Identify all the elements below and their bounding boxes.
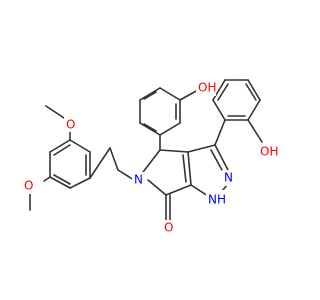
label-backdrop <box>22 178 36 194</box>
bond <box>53 144 71 156</box>
hydroxyl-label: OH <box>260 145 278 159</box>
bond <box>69 139 91 153</box>
bond <box>245 83 257 101</box>
methoxy-oxygen-label: O <box>66 118 75 132</box>
bond <box>49 176 71 189</box>
bond <box>214 119 226 146</box>
ring-nitrogen-label: N <box>134 173 143 187</box>
label-backdrop <box>64 116 78 132</box>
atom-labels: OH OH O O N O N NH <box>22 80 280 236</box>
bond <box>139 122 161 136</box>
bond <box>45 105 65 119</box>
bond <box>109 147 119 171</box>
bond <box>159 122 181 136</box>
bond <box>247 79 261 101</box>
bond <box>212 99 226 121</box>
bond <box>43 176 51 182</box>
bond <box>139 87 161 101</box>
label-backdrop <box>206 190 230 206</box>
label-backdrop <box>162 220 176 236</box>
bond <box>159 149 189 153</box>
bond <box>139 149 161 177</box>
bond <box>210 149 223 171</box>
bond <box>159 87 181 101</box>
bond <box>89 147 111 179</box>
bond <box>147 179 167 196</box>
bond <box>143 123 157 132</box>
molecule-structure: OH OH O O N O N NH <box>22 79 280 236</box>
bond <box>212 79 226 101</box>
bond <box>143 91 157 100</box>
bond <box>247 99 261 121</box>
bond <box>247 119 263 143</box>
bond <box>165 184 192 196</box>
bond <box>69 177 91 189</box>
carbonyl-oxygen-label: O <box>164 221 173 235</box>
hydroxyl-label: OH <box>198 81 216 95</box>
bond <box>187 144 216 153</box>
pyrazole-nitrogen-label: N <box>224 171 233 185</box>
bond <box>214 144 229 171</box>
bond <box>190 184 209 197</box>
label-backdrop <box>132 172 146 188</box>
methoxy-oxygen-label: O <box>24 179 33 193</box>
label-backdrop <box>222 170 236 186</box>
bond <box>187 151 192 186</box>
bond <box>217 83 229 101</box>
bond <box>49 139 71 153</box>
pyrazole-nh-label: NH <box>208 193 226 207</box>
bond <box>117 169 135 181</box>
bond <box>53 174 71 185</box>
label-backdrop <box>258 144 280 160</box>
label-backdrop <box>196 80 216 96</box>
bond <box>179 89 199 101</box>
bond <box>182 154 187 183</box>
